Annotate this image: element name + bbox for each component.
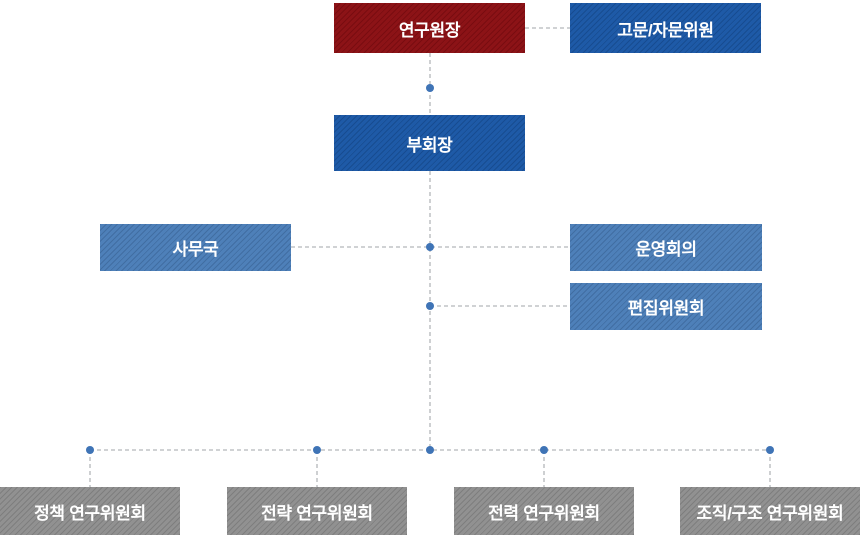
junction-dots (86, 84, 774, 454)
node-org-structure-research-committee: 조직/구조 연구위원회 (680, 487, 860, 535)
node-editorial-committee: 편집위원회 (570, 283, 762, 330)
node-policy-research-committee: 정책 연구위원회 (0, 487, 180, 535)
node-power-research-committee: 전력 연구위원회 (454, 487, 634, 535)
node-vice-chairman: 부회장 (334, 115, 525, 171)
node-advisory-committee: 고문/자문위원 (570, 3, 761, 53)
node-steering-meeting: 운영회의 (570, 224, 762, 271)
node-research-director: 연구원장 (334, 3, 525, 53)
node-strategy-research-committee: 전략 연구위원회 (227, 487, 407, 535)
node-secretariat: 사무국 (100, 224, 291, 271)
